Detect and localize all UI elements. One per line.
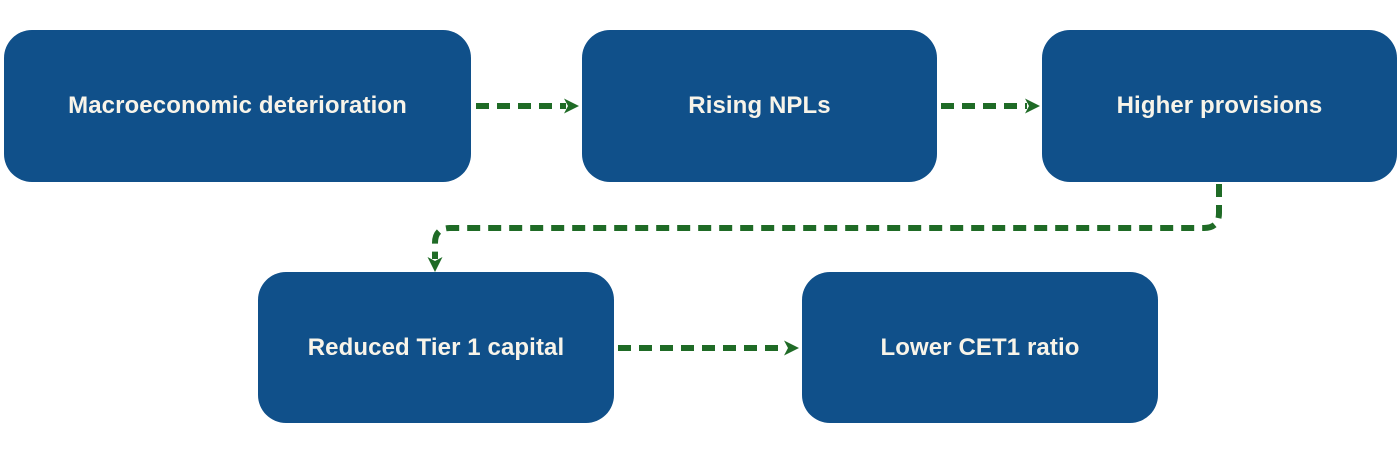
node-label: Higher provisions <box>1116 92 1323 119</box>
node-higher-provisions: Higher provisions <box>1042 30 1397 182</box>
node-label: Macroeconomic deterioration <box>68 92 407 119</box>
node-reduced-tier-1-capital: Reduced Tier 1 capital <box>258 272 614 423</box>
node-rising-npls: Rising NPLs <box>582 30 937 182</box>
node-label: Rising NPLs <box>688 92 831 119</box>
node-label: Reduced Tier 1 capital <box>307 333 565 361</box>
node-label: Lower CET1 ratio <box>880 333 1080 361</box>
edge-provisions-to-tier1 <box>427 184 1222 272</box>
node-macroeconomic-deterioration: Macroeconomic deterioration <box>4 30 471 182</box>
node-lower-cet1-ratio: Lower CET1 ratio <box>802 272 1158 423</box>
